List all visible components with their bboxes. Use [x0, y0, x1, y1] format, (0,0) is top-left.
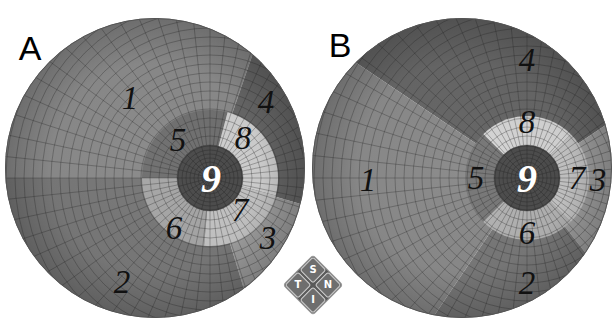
panel-letter: B [329, 28, 352, 62]
sector-number: 5 [468, 162, 485, 195]
grid-mesh [107, 0, 615, 320]
sector-number: 4 [519, 44, 536, 77]
sector-number: 2 [114, 266, 131, 299]
orientation-compass [283, 255, 342, 314]
sector-number: 7 [232, 194, 249, 227]
compass-tile [300, 287, 325, 312]
sector-number: 6 [519, 217, 536, 250]
sector-number: 1 [360, 164, 377, 197]
sector-number: 8 [235, 122, 252, 155]
panel-letter: A [19, 31, 42, 65]
compass-letter: S [309, 265, 316, 275]
sector-number: 9 [201, 159, 221, 199]
sector-number: 1 [122, 82, 139, 115]
sector-number: 6 [166, 212, 183, 245]
hemisphere-outline [6, 19, 305, 318]
sector-number: 3 [260, 222, 277, 255]
sphere-shading [5, 18, 305, 318]
hemisphere-outline [313, 19, 612, 318]
sector-number: 7 [569, 162, 586, 195]
sector-number: 2 [519, 267, 536, 300]
sphere-shading [312, 18, 612, 318]
compass-letter: T [295, 280, 302, 290]
compass-letter: N [324, 280, 332, 290]
sector-number: 4 [258, 86, 275, 119]
sector-number: 3 [590, 164, 607, 197]
sector-number: 9 [517, 159, 537, 199]
sector-number: 5 [170, 124, 187, 157]
compass-letter: I [311, 295, 315, 305]
retina-hemisphere [107, 0, 615, 320]
sector-number: 8 [519, 106, 536, 139]
